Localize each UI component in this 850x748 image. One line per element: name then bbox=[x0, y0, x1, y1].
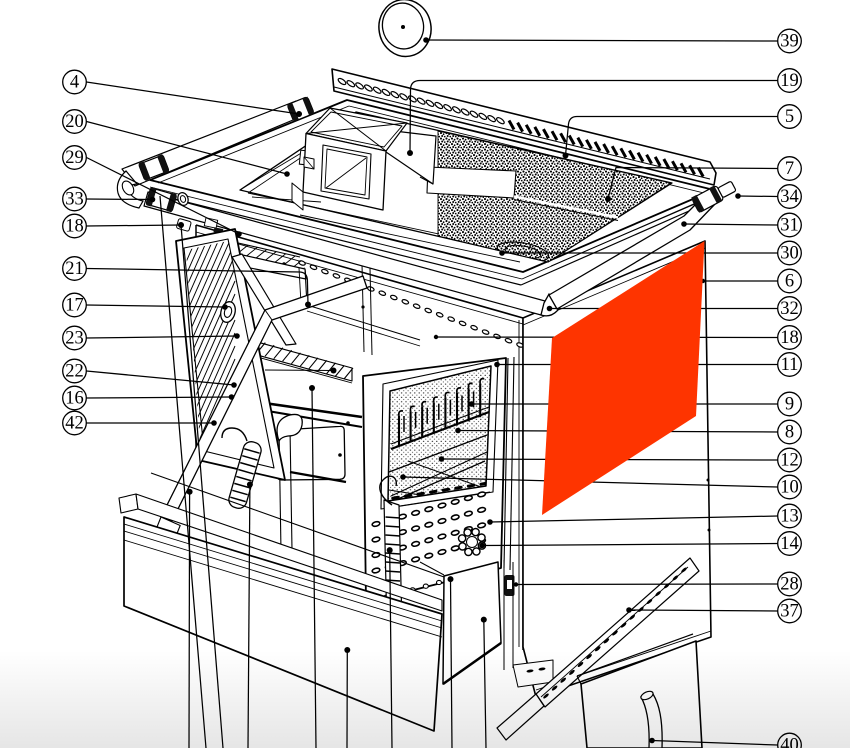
svg-text:42: 42 bbox=[65, 414, 84, 434]
svg-text:39: 39 bbox=[780, 32, 799, 52]
svg-text:33: 33 bbox=[65, 190, 84, 210]
svg-text:21: 21 bbox=[65, 259, 84, 279]
svg-text:34: 34 bbox=[780, 187, 799, 207]
svg-text:17: 17 bbox=[65, 296, 84, 316]
svg-text:10: 10 bbox=[780, 478, 799, 498]
svg-text:28: 28 bbox=[780, 575, 799, 595]
svg-text:22: 22 bbox=[65, 362, 84, 382]
svg-text:20: 20 bbox=[65, 112, 84, 132]
svg-text:13: 13 bbox=[780, 507, 799, 527]
svg-text:8: 8 bbox=[785, 423, 794, 443]
svg-text:12: 12 bbox=[780, 451, 799, 471]
svg-text:6: 6 bbox=[785, 272, 794, 292]
svg-text:29: 29 bbox=[65, 148, 84, 168]
svg-text:16: 16 bbox=[65, 389, 84, 409]
svg-text:11: 11 bbox=[781, 355, 799, 375]
svg-text:5: 5 bbox=[785, 107, 794, 127]
svg-text:4: 4 bbox=[70, 73, 79, 93]
svg-text:32: 32 bbox=[780, 299, 799, 319]
svg-text:18: 18 bbox=[780, 328, 799, 348]
svg-text:7: 7 bbox=[785, 159, 794, 179]
svg-text:9: 9 bbox=[785, 395, 794, 415]
svg-text:19: 19 bbox=[780, 71, 799, 91]
svg-text:31: 31 bbox=[780, 216, 799, 236]
svg-text:30: 30 bbox=[780, 244, 799, 264]
svg-text:37: 37 bbox=[780, 602, 799, 622]
svg-text:23: 23 bbox=[65, 329, 84, 349]
svg-text:14: 14 bbox=[780, 534, 799, 554]
svg-text:18: 18 bbox=[65, 217, 84, 237]
